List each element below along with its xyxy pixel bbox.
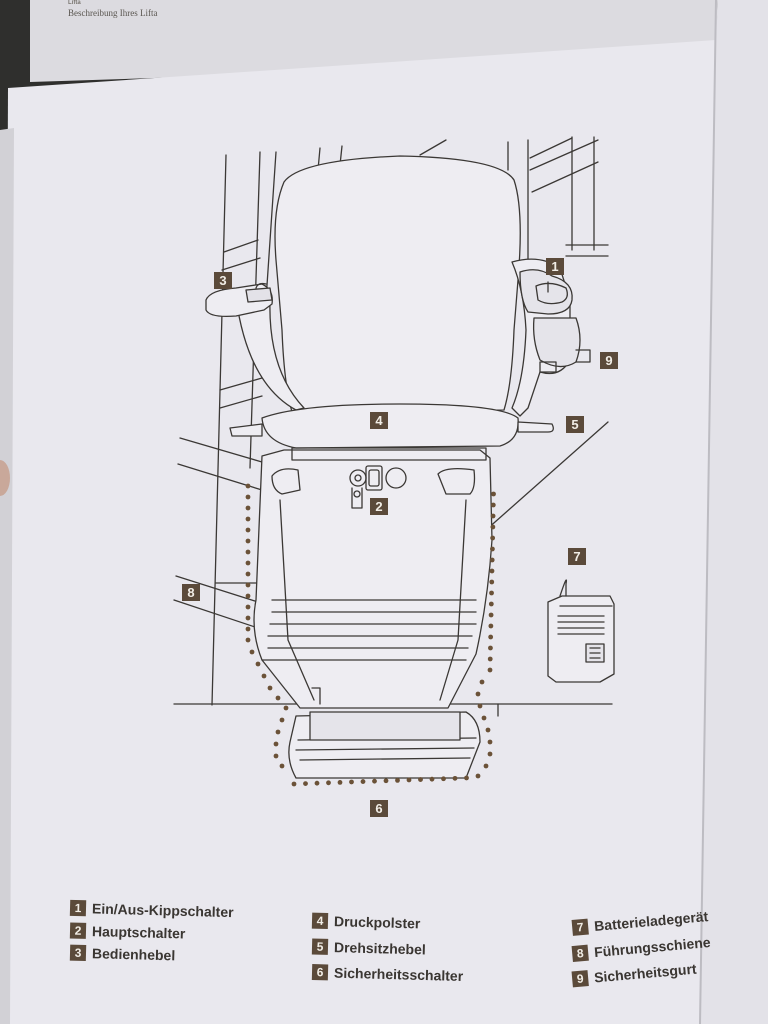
safety-switch-dot [475, 691, 481, 697]
safety-switch-dot [489, 557, 495, 563]
safety-switch-dot [485, 727, 491, 733]
safety-switch-dot [490, 535, 496, 541]
legend-item: 4 Druckpolster [311, 912, 421, 932]
legend-number: 1 [69, 899, 87, 917]
safety-switch-dot [360, 779, 366, 784]
safety-switch-dot [464, 775, 469, 781]
safety-switch-dot [245, 494, 251, 500]
safety-switch-dot [245, 538, 251, 544]
safety-switch-dot [488, 601, 494, 607]
safety-switch-dot [245, 582, 251, 588]
safety-switch-dot [429, 776, 435, 782]
safety-switch-dot [245, 571, 251, 577]
safety-switch-dot [489, 579, 495, 585]
callout-5: 5 [566, 416, 584, 433]
safety-switch-dot [491, 491, 496, 497]
callout-7: 7 [568, 548, 586, 565]
callout-1: 1 [546, 258, 564, 275]
safety-switch-dot [279, 717, 285, 723]
callout-3: 3 [214, 272, 232, 289]
safety-switch-dot [487, 667, 493, 673]
legend-number: 4 [311, 912, 329, 929]
safety-switch-dot [245, 637, 251, 643]
legend-number: 2 [69, 922, 87, 939]
safety-switch-dot [475, 773, 481, 779]
safety-switch-dot [261, 673, 267, 679]
safety-switch-dot [406, 777, 412, 783]
safety-switch-dot [490, 513, 496, 519]
safety-switch-dot [487, 751, 493, 757]
safety-switch-dot [275, 729, 281, 735]
safety-switch-dot [273, 741, 279, 747]
safety-switch-dot [267, 685, 273, 691]
legend-number: 3 [69, 944, 87, 962]
legend-label: Sicherheitsschalter [333, 964, 464, 984]
legend-item: 5 Drehsitzhebel [311, 938, 427, 958]
safety-switch-dot [488, 634, 494, 640]
safety-switch-dot [245, 604, 251, 610]
safety-switch-dot [349, 779, 354, 785]
legend-number: 5 [311, 938, 329, 955]
safety-switch-dot [245, 560, 251, 566]
callout-2: 2 [370, 498, 388, 515]
legend-item: 2 Hauptschalter [69, 922, 186, 942]
safety-switch-dot [275, 695, 281, 701]
safety-switch-dot [383, 778, 389, 784]
legend-item: 3 Bedienhebel [69, 944, 176, 964]
legend-number: 7 [571, 918, 589, 936]
safety-switch-dot [245, 626, 251, 632]
legend-label: Bedienhebel [91, 945, 176, 964]
safety-switch-dot [488, 612, 494, 618]
safety-switch-dot [395, 777, 400, 783]
safety-switch-dot [490, 502, 496, 508]
safety-switch-dot [245, 505, 251, 511]
safety-switch-dot [279, 763, 285, 769]
safety-switch-dot [273, 753, 279, 759]
safety-switch-dot [418, 777, 423, 782]
safety-switch-dot [326, 780, 331, 786]
legend-label: Druckpolster [333, 913, 421, 932]
safety-switch-dot [245, 615, 251, 621]
safety-switch-dot [245, 516, 251, 522]
safety-switch-dot [337, 779, 343, 785]
safety-switch-dot [291, 781, 297, 787]
safety-switch-dot [283, 705, 289, 711]
legend-label: Drehsitzhebel [333, 939, 427, 958]
safety-switch-dot [245, 593, 251, 599]
safety-switch-dot [481, 715, 487, 721]
legend-number: 8 [571, 944, 589, 963]
safety-switch-dot [488, 645, 493, 651]
safety-switch-dot [452, 775, 458, 781]
callout-4: 4 [370, 412, 388, 429]
safety-switch-dot [372, 778, 377, 784]
header-partial-title: Lifta [68, 0, 81, 6]
header-subtitle: Beschreibung Ihres Lifta [68, 8, 158, 18]
safety-switch-dot [245, 483, 251, 489]
safety-switch-dot [489, 590, 494, 596]
safety-switch-dot [314, 780, 320, 786]
safety-switch-dot [441, 776, 446, 782]
callout-9: 9 [600, 352, 618, 369]
safety-switch-dot [245, 527, 251, 533]
callout-6: 6 [370, 800, 388, 817]
safety-switch-dot [490, 524, 496, 530]
safety-switch-dot [487, 739, 493, 745]
safety-switch-dot [488, 623, 494, 629]
legend-number: 6 [311, 964, 329, 981]
safety-switch-dot [483, 763, 489, 769]
safety-switch-dot [487, 656, 493, 662]
legend-number: 9 [571, 970, 589, 988]
callout-8: 8 [182, 584, 200, 601]
safety-switch-dot [303, 781, 308, 786]
legend-label: Hauptschalter [91, 923, 186, 942]
safety-switch-dot [255, 661, 261, 667]
safety-switch-dot [245, 549, 251, 555]
safety-switch-dot [489, 568, 495, 574]
safety-switch-dot [477, 703, 483, 709]
safety-switch-dot [490, 546, 495, 552]
safety-switch-dot [249, 649, 255, 655]
safety-switch-dot [479, 679, 485, 685]
